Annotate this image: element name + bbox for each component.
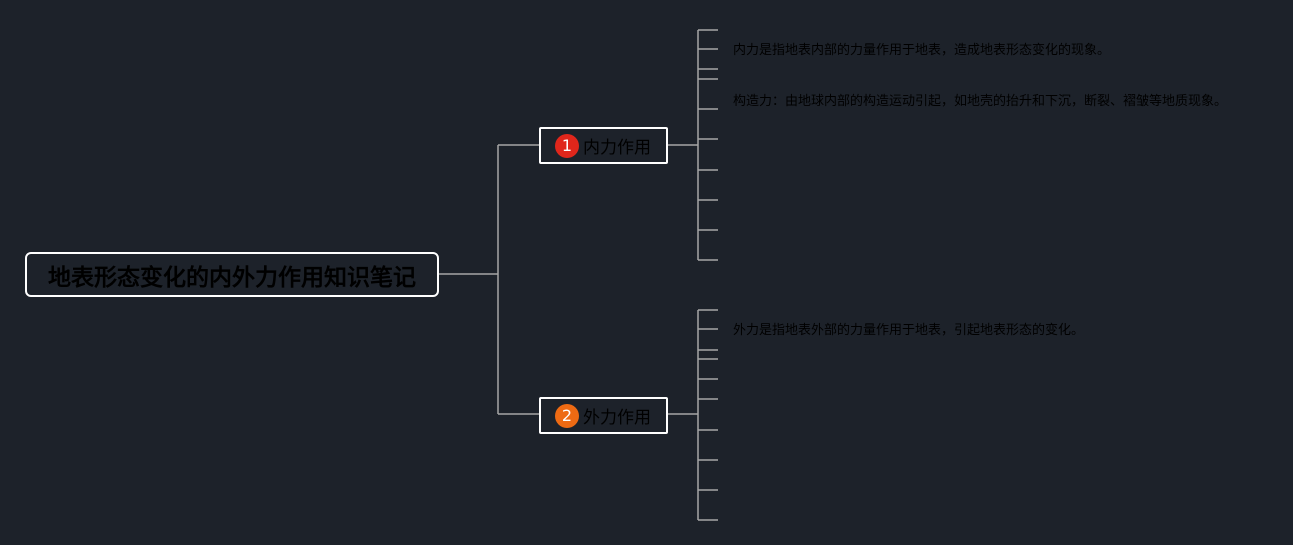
subtopic-note[interactable]: 构造力：由地球内部的构造运动引起，如地壳的抬升和下沉，断裂、褶皱等地质现象。	[733, 94, 1228, 109]
root-topic[interactable]: 地表形态变化的内外力作用知识笔记	[25, 252, 439, 297]
number-badge-2: 2	[555, 403, 579, 428]
root-topic-label: 地表形态变化的内外力作用知识笔记	[48, 264, 416, 291]
branch-topic-label: 内力作用	[583, 138, 651, 158]
subtopic-note[interactable]: 外力是指地表外部的力量作用于地表，引起地表形态的变化。	[733, 323, 1085, 338]
branch-topic-internal-force[interactable]: 1 内力作用	[539, 127, 668, 164]
number-badge-1: 1	[555, 133, 579, 158]
subtopic-note[interactable]: 内力是指地表内部的力量作用于地表，造成地表形态变化的现象。	[733, 43, 1111, 58]
branch-topic-external-force[interactable]: 2 外力作用	[539, 397, 668, 434]
branch-topic-label: 外力作用	[583, 408, 651, 428]
